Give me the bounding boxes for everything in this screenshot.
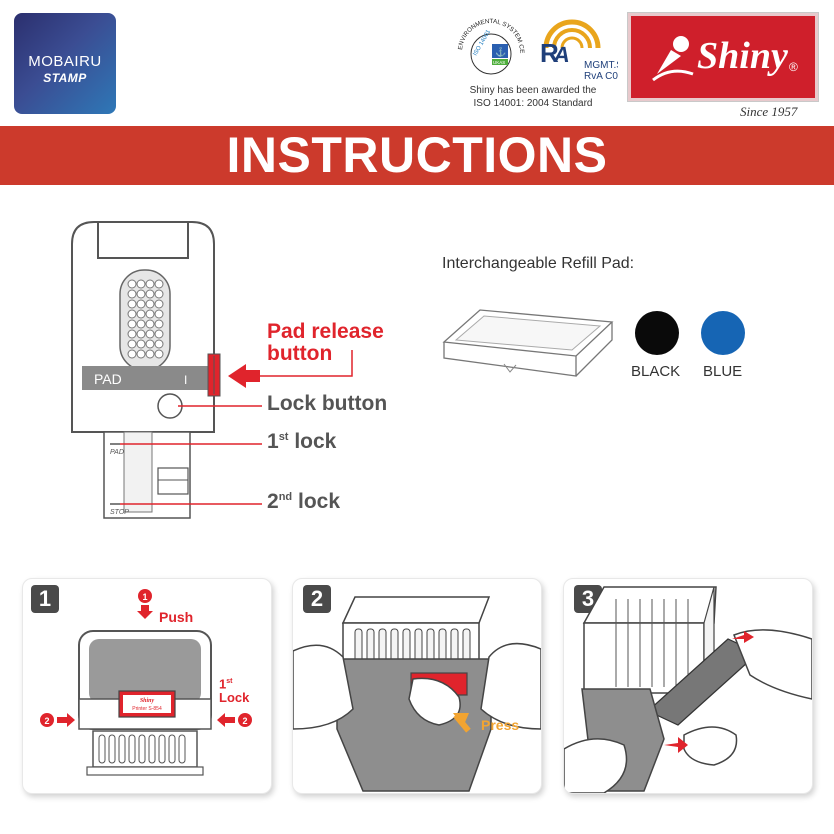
second-lock-number: 2 xyxy=(267,490,279,513)
pad-release-line1: Pad release xyxy=(267,320,384,343)
iso-14001-text: ISO 14001 xyxy=(473,29,493,57)
shiny-wordmark: Shiny xyxy=(697,35,788,77)
mobairu-stamp-logo: MOBAIRU STAMP xyxy=(14,13,116,114)
first-lock-number: 1 xyxy=(267,430,279,453)
iso-award-text: Shiny has been awarded the ISO 14001: 20… xyxy=(452,84,614,110)
right-circle-number: 2 xyxy=(242,716,247,726)
rva-accreditation-mark: R A MGMT.SYS. RvA C024 xyxy=(540,19,618,82)
shiny-stamp-icon xyxy=(652,36,694,82)
pad-release-line2: button xyxy=(267,342,333,365)
svg-text:A: A xyxy=(552,42,572,67)
logo-line2: STAMP xyxy=(43,71,87,85)
press-label: Press xyxy=(481,717,520,733)
award-line1: Shiny has been awarded the xyxy=(469,85,597,96)
second-lock-suffix: nd xyxy=(278,491,293,503)
left-circle-number: 2 xyxy=(44,716,49,726)
step-lock-sup: st xyxy=(226,678,233,685)
first-lock-word: lock xyxy=(294,430,337,453)
refill-pad-illustration xyxy=(442,309,614,377)
stem-pad-text: PAD xyxy=(110,449,124,456)
pad-label: PAD xyxy=(94,371,122,387)
step-lock-word: Lock xyxy=(219,690,250,706)
svg-text:⚓: ⚓ xyxy=(495,46,506,57)
registered-mark: ® xyxy=(789,60,798,74)
step-2-number: 2 xyxy=(303,585,331,613)
push-circle-number: 1 xyxy=(142,592,147,602)
first-lock-label: 1st lock xyxy=(267,430,336,454)
blue-label: BLUE xyxy=(703,363,743,380)
step-3-panel: 3 xyxy=(563,578,813,794)
step-2-hand-illustration xyxy=(293,596,541,792)
since-year: Since 1957 xyxy=(740,104,798,119)
stamp-diagram: PAD I PAD STOP xyxy=(71,221,353,519)
step-lock-num: 1 xyxy=(219,676,227,692)
logo-line1: MOBAIRU xyxy=(28,53,102,70)
lock-button-label: Lock button xyxy=(267,392,388,415)
first-lock-step-label: 1st Lock xyxy=(219,675,249,705)
step-2-panel: 2 Press xyxy=(292,578,542,794)
blue-pad-swatch xyxy=(701,311,745,355)
award-line2: ISO 14001: 2004 Standard xyxy=(473,98,593,109)
stamp-model-text: Printer S-854 xyxy=(132,706,162,712)
iso-certification-seal: ENVIRONMENTAL SYSTEM CERTIFICATION ISO 1… xyxy=(452,12,525,75)
rva-line1: MGMT.SYS. xyxy=(584,60,618,71)
first-lock-suffix: st xyxy=(278,431,289,443)
pad-mark: I xyxy=(184,373,187,387)
pad-release-label: Pad release button xyxy=(267,321,384,365)
rva-line2: RvA C024 xyxy=(584,71,618,82)
black-pad-swatch xyxy=(635,311,679,355)
second-lock-label: 2nd lock xyxy=(267,490,340,514)
step-1-panel: 1 1 2 2 Shiny Printer S-854 Push 1st Loc… xyxy=(22,578,272,794)
step-1-number: 1 xyxy=(31,585,59,613)
black-label: BLACK xyxy=(631,363,681,380)
svg-text:R: R xyxy=(540,38,559,68)
refill-title: Interchangeable Refill Pad: xyxy=(442,255,635,272)
stem-stop-text: STOP xyxy=(110,509,129,516)
stamp-brand-text: Shiny xyxy=(140,698,155,704)
second-lock-word: lock xyxy=(297,490,341,513)
instructions-banner xyxy=(0,126,834,185)
step-3-hand-illustration xyxy=(564,586,812,793)
shiny-logo: Shiny ® xyxy=(628,13,818,101)
instructions-title: INSTRUCTIONS xyxy=(226,127,608,183)
push-label: Push xyxy=(159,609,194,625)
step-1-stamp-illustration: 1 2 2 Shiny Printer S-854 xyxy=(40,589,252,776)
ukas-text: UKAS xyxy=(493,60,505,65)
